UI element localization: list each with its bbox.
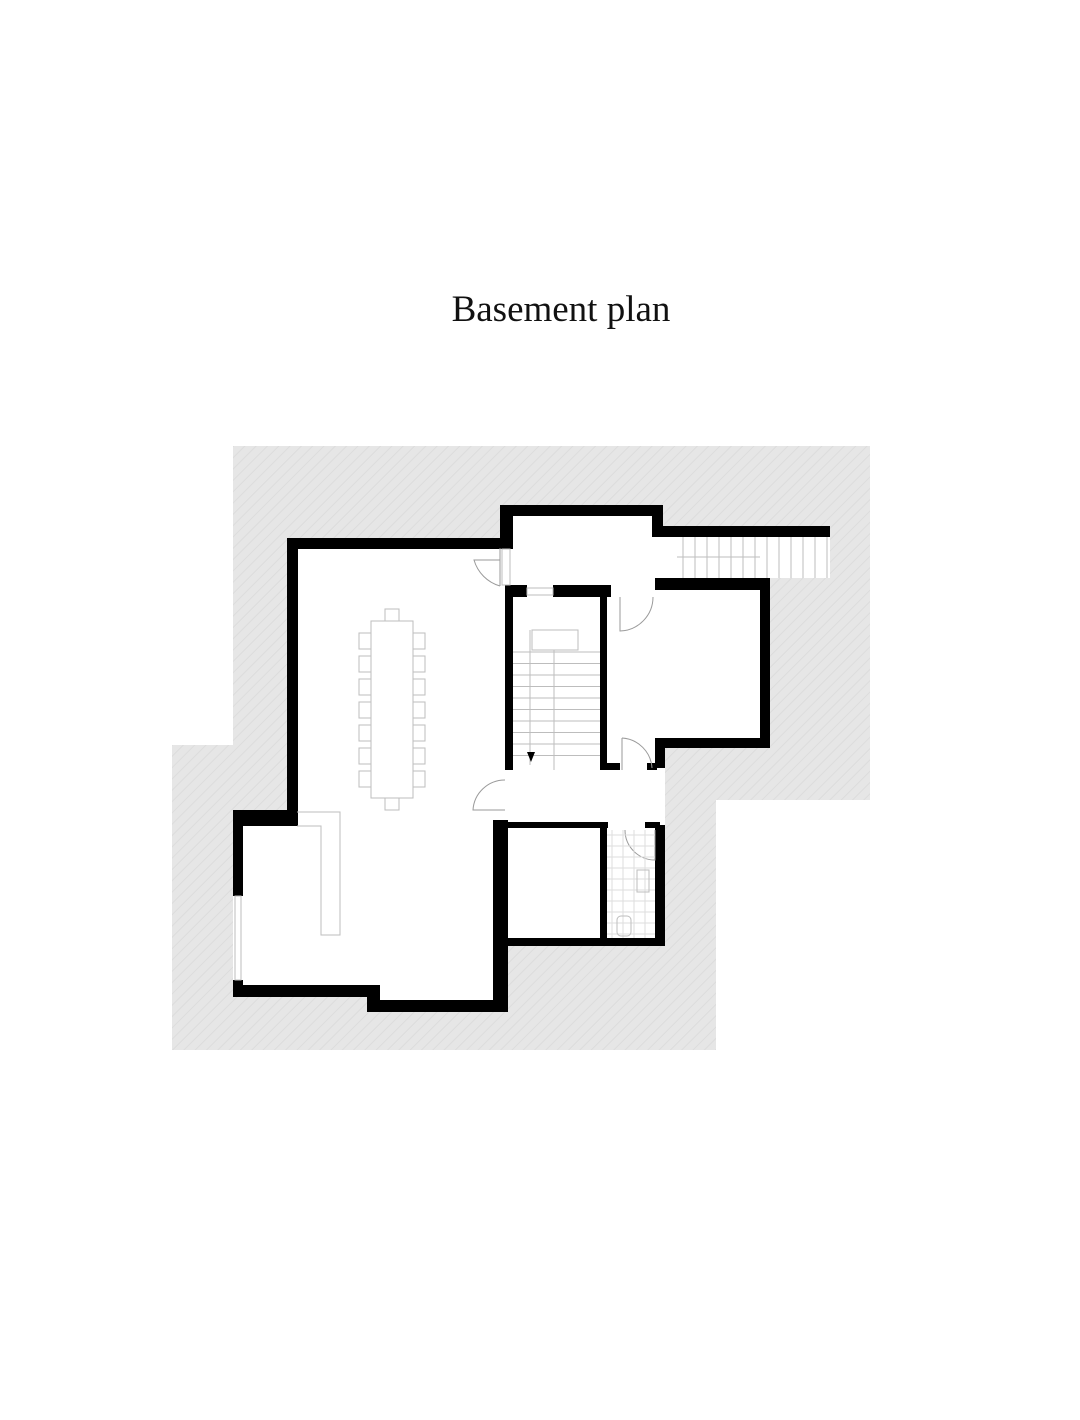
window-vestibule	[501, 548, 511, 586]
wall-stair-east	[600, 590, 607, 770]
window-stair-north	[526, 587, 554, 596]
wall-west-step	[233, 810, 297, 826]
window-west	[234, 895, 242, 981]
wall-closet-south	[508, 938, 665, 946]
chair	[358, 724, 372, 742]
wall-south-west	[233, 985, 380, 997]
chair	[358, 701, 372, 719]
kitchen-counter	[297, 811, 341, 936]
chair	[412, 724, 426, 742]
door-storage-north	[619, 596, 654, 632]
wall-vestibule-east	[652, 505, 663, 537]
wall-stair-north-a	[505, 585, 527, 597]
chair	[358, 655, 372, 673]
wall-south-east	[367, 1000, 508, 1012]
wall-west-upper	[287, 538, 298, 826]
door-hall-west	[472, 779, 506, 811]
chair	[412, 678, 426, 696]
exterior-stair	[677, 537, 830, 578]
door-vestibule	[473, 548, 501, 587]
sink	[636, 869, 650, 893]
chair	[384, 608, 400, 622]
plan-title: Basement plan	[451, 289, 671, 330]
dining-table	[358, 608, 426, 811]
chair	[412, 770, 426, 788]
wall-stair-north-b	[553, 585, 611, 597]
toilet	[616, 915, 632, 937]
stair-direction-arrow-icon	[527, 752, 535, 762]
chair	[358, 632, 372, 650]
wall-storage-north	[655, 578, 770, 590]
wall-closet-divider	[600, 826, 607, 940]
door-storage-south	[621, 737, 653, 770]
chair	[358, 678, 372, 696]
chair	[412, 747, 426, 765]
interior-stair	[513, 629, 600, 770]
chair	[384, 797, 400, 811]
wall-storage-south	[655, 738, 770, 748]
wall-closet-west	[493, 820, 508, 1012]
chair	[358, 770, 372, 788]
wall-bath-north-stub	[645, 822, 660, 828]
wall-storage-east	[760, 578, 770, 748]
chair	[412, 632, 426, 650]
wall-stair-west	[505, 585, 513, 770]
wall-hall-east	[655, 738, 665, 768]
wall-vestibule-north	[500, 505, 662, 516]
wall-stair-stub	[600, 763, 620, 770]
wall-closet-north	[508, 822, 608, 828]
walls	[233, 505, 830, 1012]
bathroom	[607, 830, 655, 938]
windows	[234, 548, 554, 981]
wall-entry-north	[652, 526, 830, 537]
chair	[412, 655, 426, 673]
wall-north-main	[287, 538, 513, 549]
chair	[358, 747, 372, 765]
wall-west-lower-a	[233, 810, 243, 896]
door-bath	[624, 829, 656, 861]
wall-hall-east-lower	[655, 825, 665, 946]
chair	[412, 701, 426, 719]
doors	[472, 548, 656, 861]
